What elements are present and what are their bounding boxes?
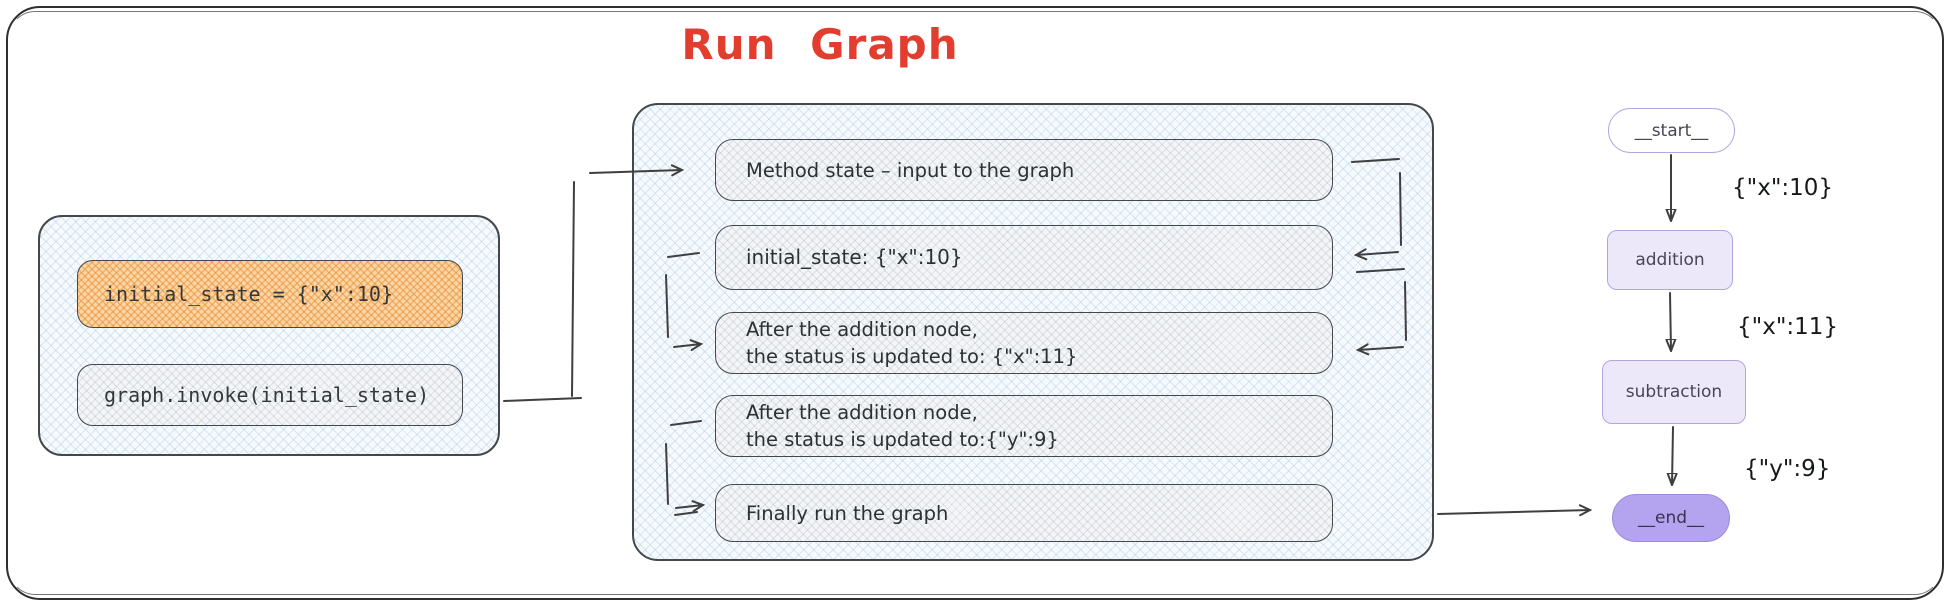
trace-step-line: Finally run the graph bbox=[746, 501, 949, 525]
edge-addition-to-subtraction bbox=[1670, 292, 1671, 350]
invoke-box: graph.invoke(initial_state) bbox=[77, 364, 463, 426]
trace-step-line: initial_state: {"x":10} bbox=[746, 245, 963, 269]
initial-state-box: initial_state = {"x":10} bbox=[77, 260, 463, 328]
node-addition-label: addition bbox=[1635, 250, 1705, 270]
trace-step-initial-state: initial_state: {"x":10} bbox=[715, 225, 1333, 290]
node-subtraction-label: subtraction bbox=[1625, 382, 1723, 402]
trace-step-after-addition: After the addition node, the status is u… bbox=[715, 312, 1333, 374]
node-start-label: __start__ bbox=[1634, 120, 1709, 141]
initial-state-code: initial_state = {"x":10} bbox=[104, 282, 393, 306]
trace-step-after-subtraction: After the addition node, the status is u… bbox=[715, 395, 1333, 457]
edge-label-x11: {"x":11} bbox=[1737, 314, 1839, 340]
node-end-label: __end__ bbox=[1637, 508, 1705, 528]
arrow-trace-to-graph bbox=[1437, 504, 1593, 517]
edge-label-x10: {"x":10} bbox=[1732, 175, 1834, 201]
edge-subtraction-to-end bbox=[1672, 426, 1673, 484]
invoke-code: graph.invoke(initial_state) bbox=[104, 383, 430, 407]
node-addition: addition bbox=[1607, 230, 1733, 290]
node-end: __end__ bbox=[1612, 494, 1730, 542]
trace-step-line: After the addition node, bbox=[746, 318, 978, 341]
trace-step-finally: Finally run the graph bbox=[715, 484, 1333, 542]
arrow-invoke-up bbox=[571, 181, 575, 397]
arrow-invoke-out bbox=[503, 397, 582, 402]
edge-label-y9: {"y":9} bbox=[1744, 456, 1831, 482]
trace-panel: Method state – input to the graph initia… bbox=[632, 103, 1434, 561]
trace-step-line: the status is updated to: {"x":11} bbox=[746, 345, 1078, 368]
trace-step-method-state: Method state – input to the graph bbox=[715, 139, 1333, 201]
trace-step-line: Method state – input to the graph bbox=[746, 158, 1075, 182]
code-panel: initial_state = {"x":10} graph.invoke(in… bbox=[38, 215, 500, 456]
node-subtraction: subtraction bbox=[1602, 360, 1746, 424]
diagram-title: Run Graph bbox=[681, 20, 959, 69]
trace-step-line: After the addition node, bbox=[746, 401, 978, 424]
trace-step-line: the status is updated to:{"y":9} bbox=[746, 428, 1059, 451]
node-start: __start__ bbox=[1608, 108, 1735, 153]
